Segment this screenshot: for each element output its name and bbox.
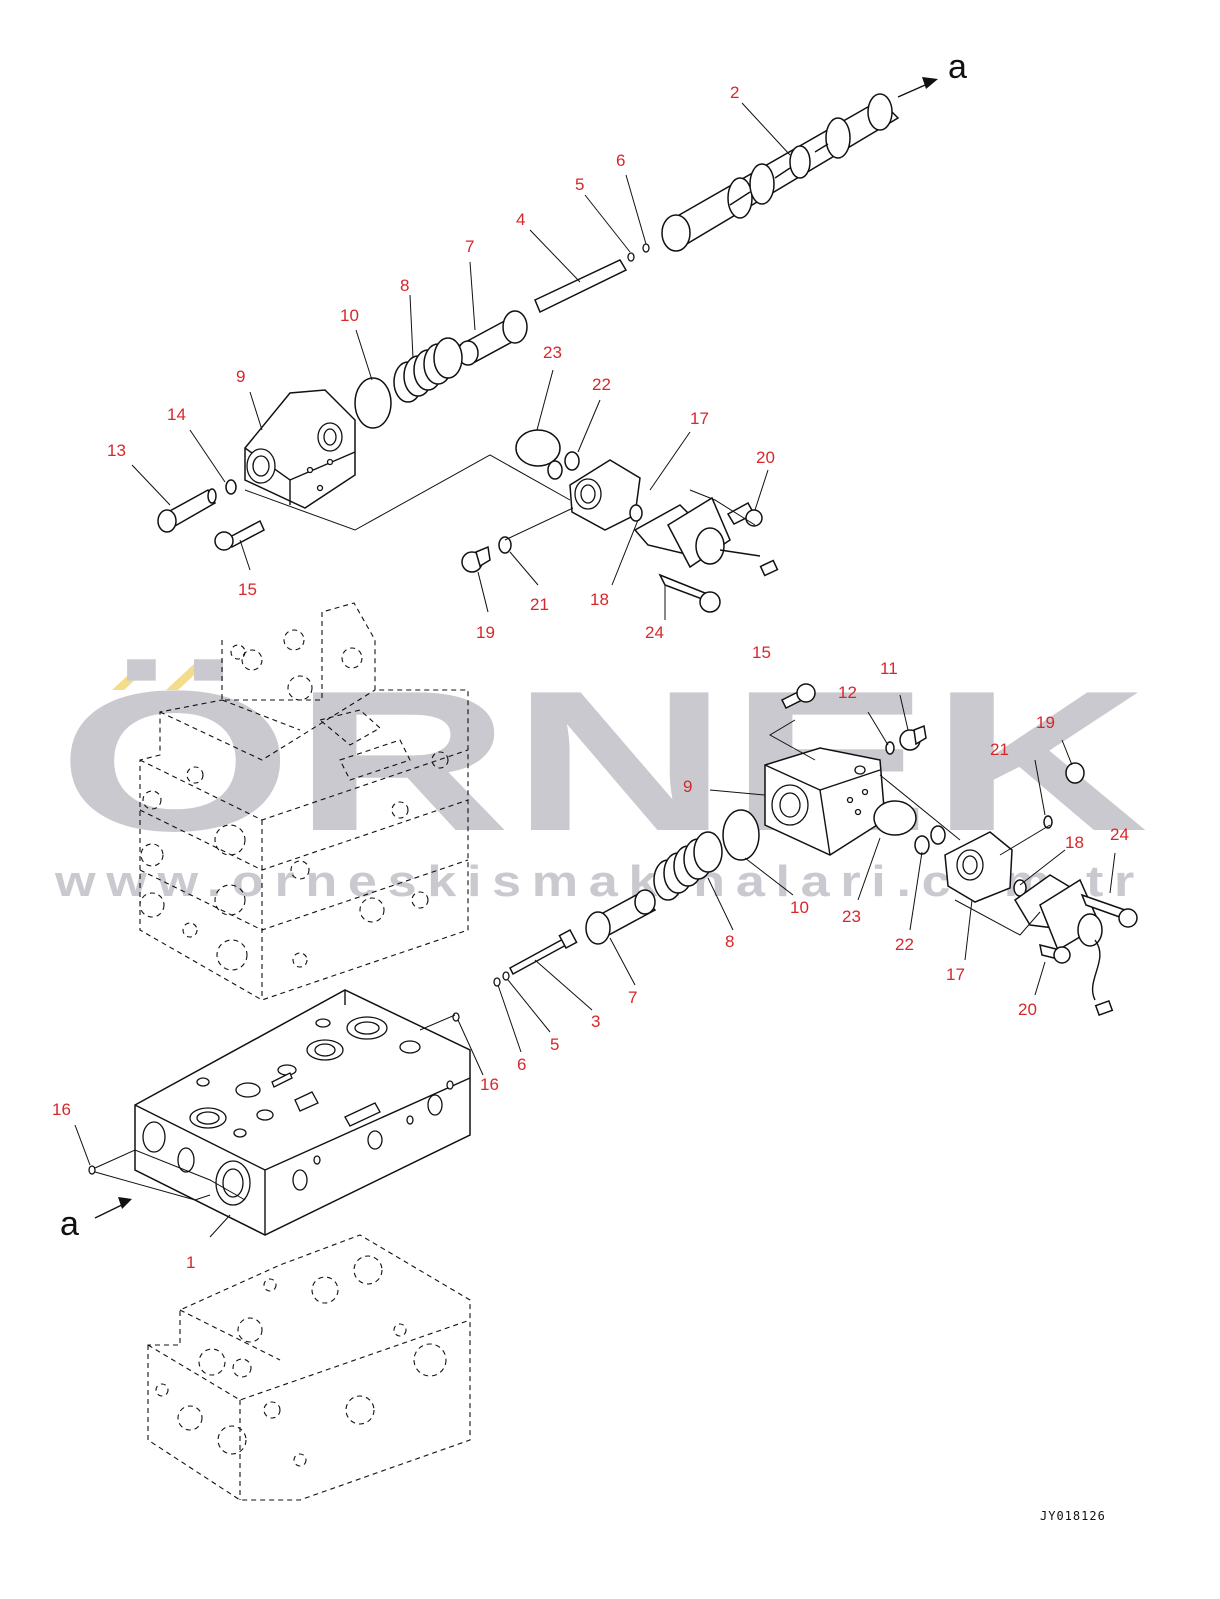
callout-7-lower: 7 bbox=[628, 988, 637, 1007]
upper-cover-block bbox=[244, 389, 356, 509]
callout-15: 15 bbox=[238, 580, 257, 599]
callout-8-lower: 8 bbox=[725, 932, 734, 951]
callout-24-lower: 24 bbox=[1110, 825, 1129, 844]
callout-4: 4 bbox=[516, 210, 525, 229]
callout-24: 24 bbox=[645, 623, 664, 642]
drawing-code: JY018126 bbox=[1040, 1509, 1106, 1523]
plug-19-lower bbox=[1065, 762, 1085, 784]
callout-13: 13 bbox=[107, 441, 126, 460]
watermark: ÖRNEK www.orneskismakinalari.com.tr bbox=[54, 650, 1148, 906]
plug-11 bbox=[899, 724, 927, 751]
callout-8: 8 bbox=[400, 276, 409, 295]
callout-19-lower: 19 bbox=[1036, 713, 1055, 732]
valve-body-block bbox=[134, 989, 471, 1236]
callout-10: 10 bbox=[340, 306, 359, 325]
stopper-pin bbox=[534, 259, 628, 314]
flow-symbol-bottom: a bbox=[60, 1205, 79, 1243]
watermark-brand: ÖRNEK bbox=[58, 650, 1148, 873]
callout-17-lower: 17 bbox=[946, 965, 965, 984]
o-ring-lower bbox=[722, 809, 760, 861]
callout-15-lower: 15 bbox=[752, 643, 771, 662]
pin-16 bbox=[88, 1165, 96, 1175]
watermark-accent-right bbox=[166, 664, 206, 690]
bolt-20-upper bbox=[726, 501, 763, 527]
o-ring-14 bbox=[225, 479, 237, 495]
callout-9-lower: 9 bbox=[683, 777, 692, 796]
callout-10-lower: 10 bbox=[790, 898, 809, 917]
o-ring bbox=[354, 377, 392, 429]
plug-13 bbox=[157, 488, 217, 533]
bolt-15-upper bbox=[214, 519, 265, 551]
callout-12: 12 bbox=[838, 683, 857, 702]
lower-cover-block bbox=[764, 747, 886, 856]
spring-lower bbox=[653, 831, 723, 901]
callout-20: 20 bbox=[756, 448, 775, 467]
callout-11: 11 bbox=[880, 659, 898, 678]
callouts: 2 6 5 4 7 8 10 9 14 13 15 23 22 17 20 21… bbox=[52, 83, 1129, 1272]
callout-21: 21 bbox=[530, 595, 549, 614]
gasket-23 bbox=[515, 429, 561, 467]
leader-lines bbox=[74, 77, 1116, 1238]
callout-18: 18 bbox=[590, 590, 609, 609]
callout-5-lower: 5 bbox=[550, 1035, 559, 1054]
callout-5: 5 bbox=[575, 175, 584, 194]
stopper-pin-lower bbox=[509, 936, 569, 976]
lower-valve-stack-phantom bbox=[147, 1234, 471, 1501]
callout-22: 22 bbox=[592, 375, 611, 394]
lower-solenoid-group bbox=[873, 762, 1138, 1017]
flow-symbol-top: a bbox=[948, 48, 967, 86]
callout-9: 9 bbox=[236, 367, 245, 386]
lower-spool-assembly bbox=[452, 809, 760, 1022]
callout-23: 23 bbox=[543, 343, 562, 362]
upper-spool-assembly bbox=[354, 93, 900, 429]
callout-16: 16 bbox=[480, 1075, 499, 1094]
callout-2: 2 bbox=[730, 83, 739, 102]
gasket-23-lower bbox=[873, 800, 917, 836]
callout-20-lower: 20 bbox=[1018, 1000, 1037, 1019]
bolt-24-upper bbox=[658, 573, 721, 613]
callout-19: 19 bbox=[476, 623, 495, 642]
upper-valve-stack-phantom bbox=[139, 602, 469, 1001]
callout-6: 6 bbox=[616, 151, 625, 170]
callout-22-lower: 22 bbox=[895, 935, 914, 954]
callout-23-lower: 23 bbox=[842, 907, 861, 926]
callout-6-lower: 6 bbox=[517, 1055, 526, 1074]
callout-3: 3 bbox=[591, 1012, 600, 1031]
callout-7: 7 bbox=[465, 237, 474, 256]
callout-14: 14 bbox=[167, 405, 186, 424]
upper-solenoid-group bbox=[461, 429, 779, 613]
bolt-20-lower bbox=[1039, 943, 1071, 964]
plug-19-upper bbox=[461, 545, 491, 573]
callout-17: 17 bbox=[690, 409, 709, 428]
spring bbox=[393, 337, 463, 403]
callout-1: 1 bbox=[186, 1253, 195, 1272]
callout-21-lower: 21 bbox=[990, 740, 1009, 759]
bolt-15-lower bbox=[780, 683, 816, 710]
watermark-accent-left bbox=[112, 664, 152, 690]
callout-18-lower: 18 bbox=[1065, 833, 1084, 852]
bolt-24-lower bbox=[1080, 893, 1138, 928]
callout-16-left: 16 bbox=[52, 1100, 71, 1119]
